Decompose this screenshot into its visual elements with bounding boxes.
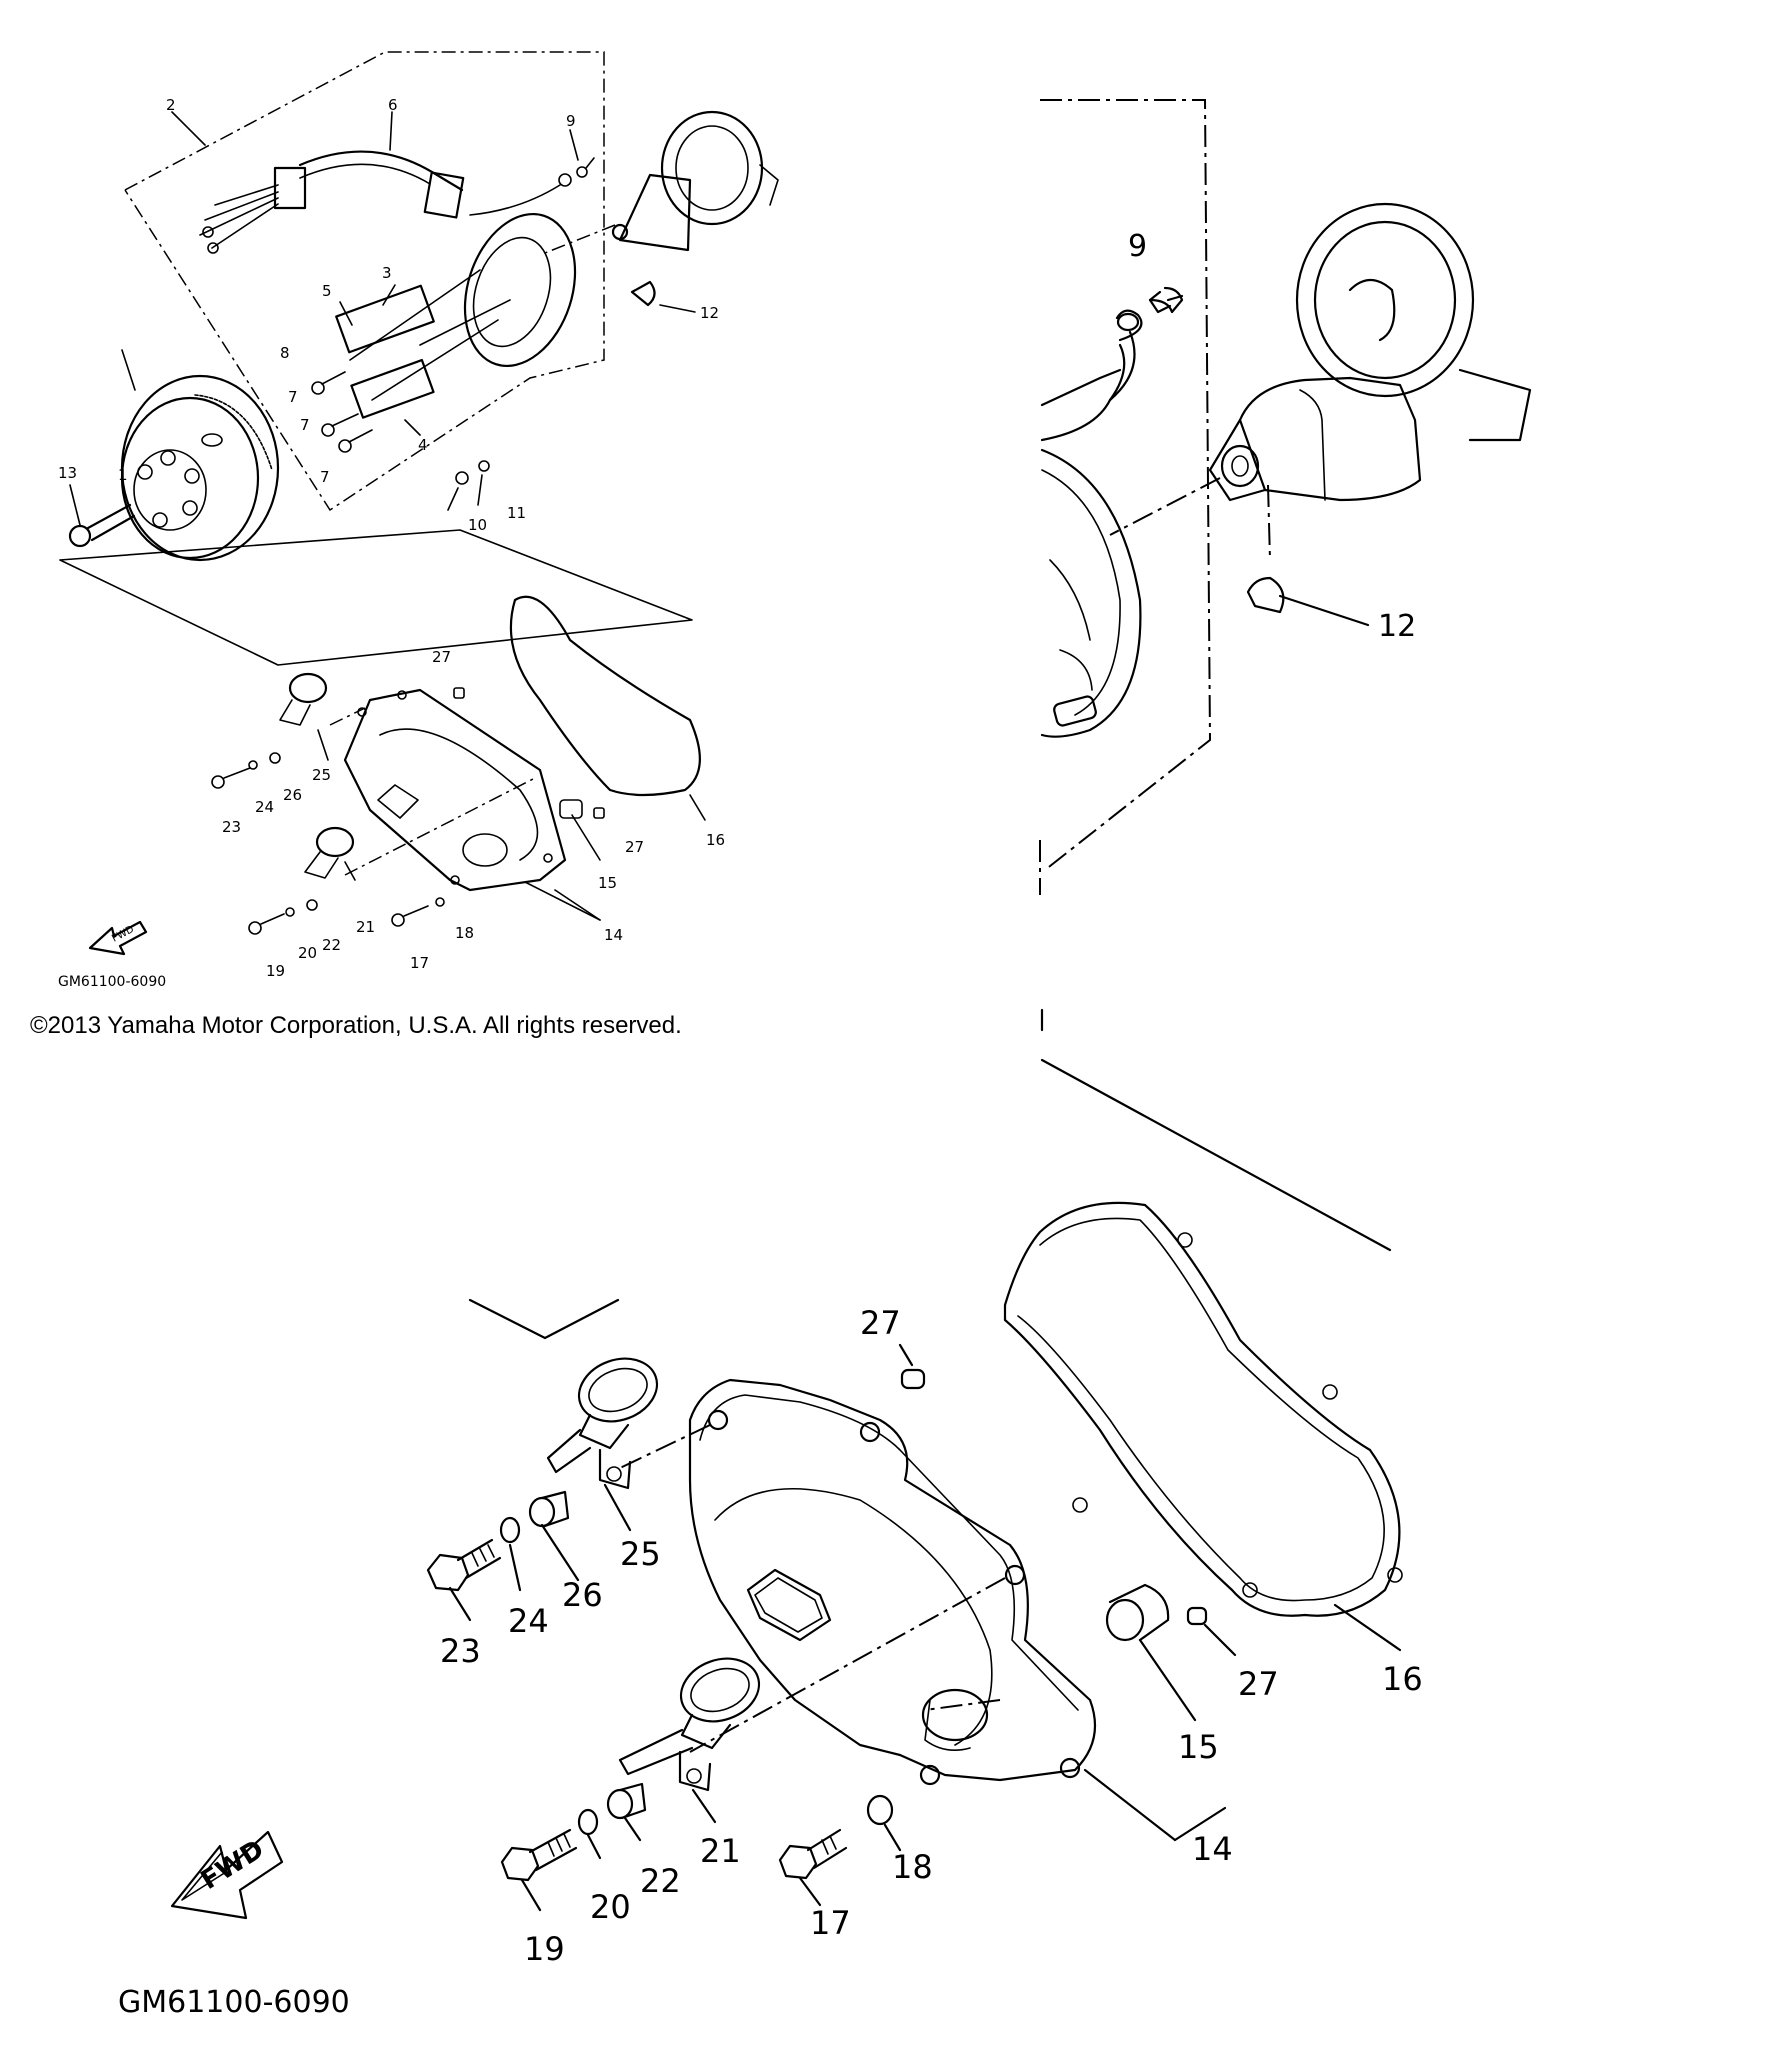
bolt-23-part <box>426 1538 502 1592</box>
zoom-label-25: 25 <box>620 1535 661 1573</box>
label-19: 19 <box>266 962 285 980</box>
label-9: 9 <box>566 112 576 130</box>
cover-overview-part <box>343 688 567 892</box>
wire-harness-part <box>199 150 572 254</box>
diagram-code-overview: GM61100-6090 <box>58 974 166 990</box>
label-11: 11 <box>507 504 526 522</box>
copyright-notice: ©2013 Yamaha Motor Corporation, U.S.A. A… <box>30 1012 682 1039</box>
label-7b: 7 <box>300 416 310 434</box>
zoom-label-16: 16 <box>1382 1660 1423 1698</box>
label-7c: 7 <box>320 468 330 486</box>
zoom-label-19: 19 <box>524 1930 565 1968</box>
label-26: 26 <box>283 786 302 804</box>
label-3: 3 <box>382 264 392 282</box>
collar-22-part <box>606 1782 647 1820</box>
zoom-label-9: 9 <box>1128 229 1147 264</box>
bolt-17-part <box>778 1828 848 1880</box>
zoom-label-22: 22 <box>640 1862 681 1900</box>
label-1: 1 <box>118 466 128 484</box>
label-12: 12 <box>700 304 719 322</box>
ground-wire-zoom-part <box>1108 286 1184 402</box>
stator-plate-part <box>335 212 577 419</box>
zoom-top-diagram: 9 12 <box>1039 99 1532 1032</box>
label-27a: 27 <box>432 648 451 666</box>
svg-text:FWD: FWD <box>110 924 136 945</box>
zoom-label-27a: 27 <box>860 1304 901 1342</box>
zoom-label-12: 12 <box>1378 609 1416 644</box>
dowel-27a-part <box>900 1368 926 1390</box>
zoom-label-27b: 27 <box>1238 1665 1279 1703</box>
label-22: 22 <box>322 936 341 954</box>
label-10: 10 <box>468 516 487 534</box>
gasket-overview-part <box>509 595 701 797</box>
woodruff-key-part <box>1246 576 1285 614</box>
clamp-21-part <box>618 1657 761 1792</box>
zoom-label-18: 18 <box>892 1848 933 1886</box>
small-parts-overview <box>211 687 605 935</box>
dowel-27b-part <box>1186 1606 1208 1626</box>
bolt-19-part <box>500 1828 578 1882</box>
label-4: 4 <box>418 436 428 454</box>
label-16: 16 <box>706 831 725 849</box>
washer-24-part <box>499 1516 521 1544</box>
label-25: 25 <box>312 766 331 784</box>
zoom-label-14: 14 <box>1192 1830 1233 1868</box>
label-15: 15 <box>598 874 617 892</box>
zoom-label-20: 20 <box>590 1888 631 1926</box>
shaft-end-part <box>539 110 779 307</box>
label-24: 24 <box>255 798 274 816</box>
label-27b: 27 <box>625 838 644 856</box>
washer-18-part <box>866 1794 894 1826</box>
label-14: 14 <box>604 926 623 944</box>
label-6: 6 <box>388 96 398 114</box>
washer-20-part <box>577 1808 599 1836</box>
label-8: 8 <box>280 344 290 362</box>
small-bolts-part <box>311 157 595 485</box>
bolt-13-part <box>68 503 136 548</box>
label-2: 2 <box>166 96 176 114</box>
gasket-zoom-part <box>1003 1201 1401 1617</box>
label-21: 21 <box>356 918 375 936</box>
label-13: 13 <box>58 464 77 482</box>
label-7a: 7 <box>288 388 298 406</box>
zoom-label-26: 26 <box>562 1576 603 1614</box>
flywheel-part <box>120 374 280 562</box>
fwd-arrow-zoom: FWD <box>170 1830 284 1920</box>
fwd-arrow-overview: FWD <box>88 920 148 956</box>
overview-diagram: FWD GM61100-6090 1 2 3 <box>58 51 779 990</box>
collar-15-part <box>1105 1583 1170 1642</box>
collar-26-part <box>528 1490 570 1528</box>
label-23: 23 <box>222 818 241 836</box>
clamps-overview-part <box>279 672 536 879</box>
zoom-label-23: 23 <box>440 1632 481 1670</box>
crankshaft-zoom-part <box>1109 202 1532 561</box>
clamp-25-part <box>546 1357 659 1490</box>
zoom-label-21: 21 <box>700 1832 741 1870</box>
label-17: 17 <box>410 954 429 972</box>
diagram-code-zoom: GM61100-6090 <box>118 1985 350 2020</box>
zoom-label-24: 24 <box>508 1602 549 1640</box>
cover-zoom-part <box>688 1378 1097 1786</box>
zoom-bottom-diagram: FWD GM61100-6090 14 15 16 17 <box>118 1058 1423 2020</box>
label-18: 18 <box>455 924 474 942</box>
label-5: 5 <box>322 282 332 300</box>
label-20: 20 <box>298 944 317 962</box>
zoom-label-15: 15 <box>1178 1728 1219 1766</box>
zoom-label-17: 17 <box>810 1904 851 1942</box>
svg-text:FWD: FWD <box>196 1834 270 1895</box>
stator-plate-zoom-part <box>1040 343 1142 738</box>
